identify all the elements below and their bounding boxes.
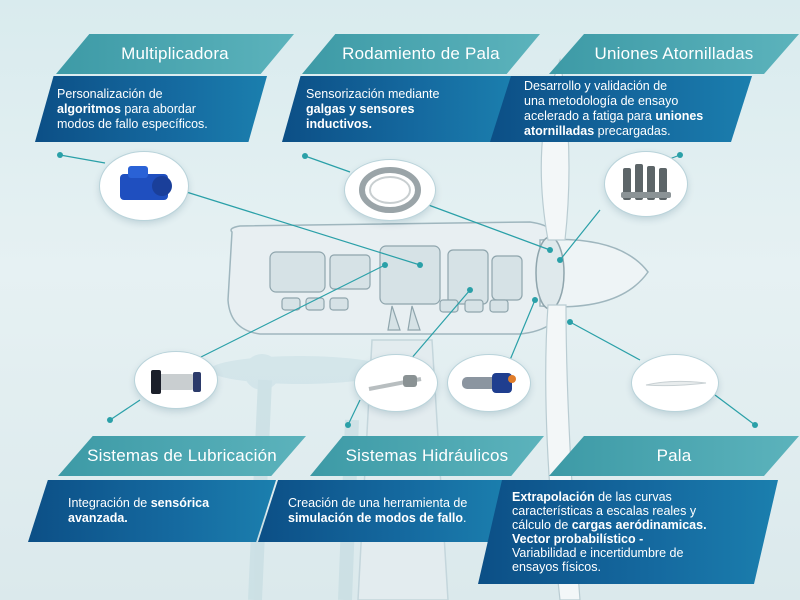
hydraulic-actuator-icon [368,375,422,391]
connector-lines [59,154,756,426]
desc-multiplicadora: Personalización de algoritmos para abord… [35,76,267,142]
desc-sistemas-de-lubricacion: Integración de sensórica avanzada. [28,480,276,542]
lubrication-pump-icon [151,370,201,394]
desc-sistemas-hidraulicos: Creación de una herramienta de simulació… [258,480,508,542]
bolts-image-bubble [605,152,687,216]
title-sistemas-hidraulicos: Sistemas Hidráulicos [310,436,544,476]
hydraulic-image-bubble-2 [448,355,530,411]
title-multiplicadora: Multiplicadora [56,34,294,74]
gearbox-icon [120,166,172,200]
title-rodamiento-de-pala: Rodamiento de Pala [302,34,540,74]
bearing-image-bubble [345,160,435,220]
bolts-icon [621,164,671,200]
title-uniones-atornilladas: Uniones Atornilladas [549,34,799,74]
hydraulic-image-bubble-1 [355,355,437,411]
title-sistemas-de-lubricacion: Sistemas de Lubricación [58,436,306,476]
hydraulic-cylinder-icon [462,373,516,393]
bearing-ring-icon [359,167,421,213]
gearbox-image-bubble [100,152,188,220]
blade-icon [645,380,707,387]
desc-rodamiento-de-pala: Sensorización mediante galgas y sensores… [282,76,514,142]
desc-pala: Extrapolación de las curvas característi… [478,480,778,584]
blade-image-bubble [632,355,718,411]
desc-uniones-atornilladas: Desarrollo y validación de una metodolog… [490,76,752,142]
spinner [539,238,649,308]
lubrication-image-bubble [135,352,217,408]
title-pala: Pala [549,436,799,476]
